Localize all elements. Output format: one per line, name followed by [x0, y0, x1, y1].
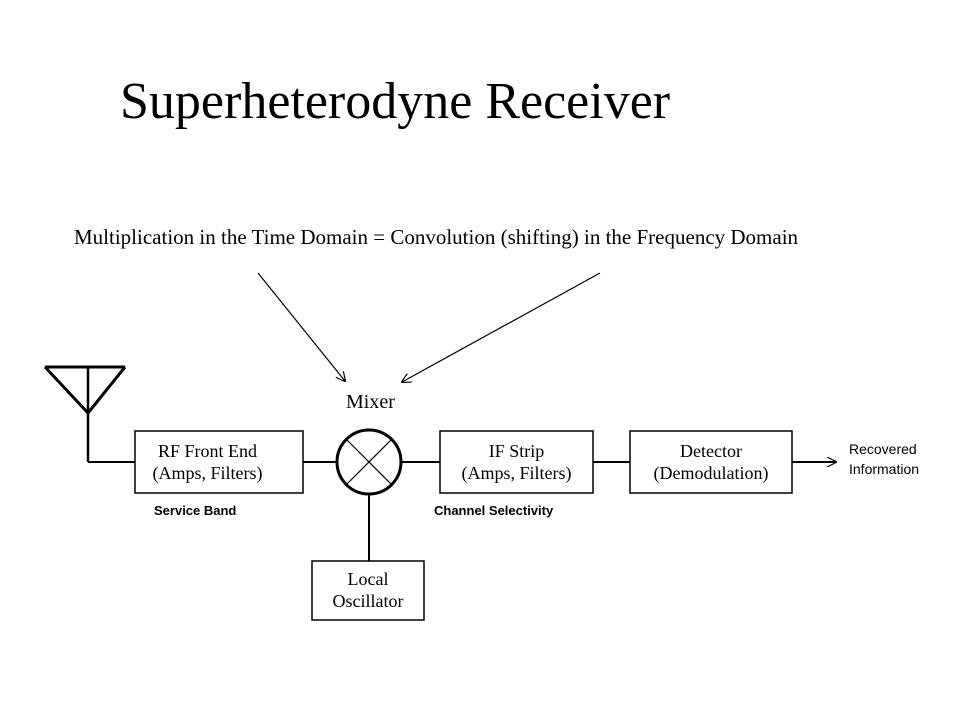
subtitle-caption: Multiplication in the Time Domain = Conv… — [74, 225, 799, 249]
rf-front-end-line1: RF Front End — [157, 441, 258, 461]
antenna-icon — [43, 365, 135, 463]
mixer-symbol — [335, 428, 403, 496]
if-strip-line2: (Amps, Filters) — [461, 463, 572, 483]
local-oscillator-line1: Local — [347, 569, 389, 589]
service-band-note: Service Band — [154, 503, 237, 518]
if-strip-box — [439, 430, 594, 494]
if-strip-line1: IF Strip — [488, 441, 545, 461]
local-oscillator-box — [311, 560, 425, 621]
page-title: Superheterodyne Receiver — [120, 73, 671, 130]
output-label: Recovered Information — [849, 439, 919, 479]
channel-selectivity-note: Channel Selectivity — [434, 503, 554, 518]
output-line1: Recovered — [849, 441, 917, 457]
annotation-arrow-left — [257, 272, 345, 381]
annotation-arrow-right — [402, 272, 601, 382]
output-line2: Information — [849, 461, 920, 477]
local-oscillator-label: Local Oscillator — [312, 568, 424, 612]
detector-line2: (Demodulation) — [653, 463, 769, 483]
rf-front-end-line2: (Amps, Filters) — [152, 463, 263, 483]
rf-front-end-label: RF Front End (Amps, Filters) — [135, 440, 280, 484]
local-oscillator-line2: Oscillator — [332, 591, 404, 611]
rf-front-end-box — [134, 430, 304, 494]
detector-box — [629, 430, 793, 494]
detector-line1: Detector — [680, 441, 742, 461]
detector-label: Detector (Demodulation) — [630, 440, 792, 484]
mixer-label: Mixer — [346, 391, 395, 413]
if-strip-label: IF Strip (Amps, Filters) — [440, 440, 593, 484]
